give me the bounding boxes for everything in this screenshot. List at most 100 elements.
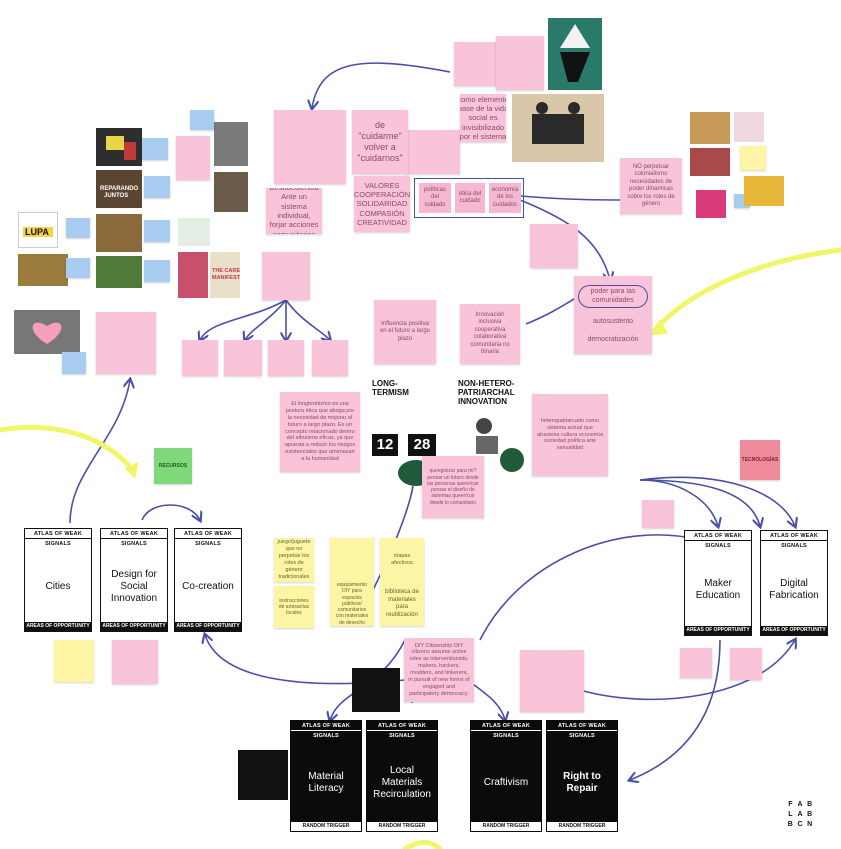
etica-note: ética del cuidado [455,183,485,213]
card-title: Local Materials Recirculation [373,765,431,800]
card-craftivism[interactable]: ATLAS OF WEAK SIGNALS Craftivism RANDOM … [470,720,542,832]
pink-sticky-note [680,648,712,678]
card-footer: RANDOM TRIGGER [471,822,541,831]
heteropatriarcado-note: heteropatriarcado como sistema actual qu… [532,394,608,476]
card-title: Cities [45,581,71,592]
politicas-note: políticas del cuidado [419,183,451,213]
card-right-to-repair[interactable]: ATLAS OF WEAK SIGNALS Right to Repair RA… [546,720,618,832]
garden-photo [96,256,142,288]
pink-sticky-note [642,500,674,528]
event-photo [96,128,142,166]
card-header: ATLAS OF WEAK SIGNALS [761,531,827,549]
black-label-box [238,750,288,800]
heart-graffiti-photo [14,310,80,354]
pink-sticky-note [262,252,310,300]
pink-sticky-note [496,36,544,90]
toy-photo [744,176,784,206]
tecnologias-note: TECNOLOGÍAS [740,440,780,480]
blue-sticky-note [190,110,214,130]
cuidarme-note: de "cuidarme" volver a "cuidarnos" [352,110,408,174]
svg-text:THE CARE: THE CARE [212,268,240,274]
card-header: ATLAS OF WEAK SIGNALS [471,721,541,739]
clock-minutes: 28 [408,434,436,456]
pink-sticky-note [182,340,218,376]
recursos-note: RECURSOS [154,448,192,484]
card-title: Design for Social Innovation [110,569,158,604]
people-photo [214,172,248,212]
instrucciones-note: instrucciones de artesanías locales [274,586,314,628]
card-co-creation[interactable]: ATLAS OF WEAK SIGNALS Co-creation AREAS … [174,528,242,632]
pink-sticky-note [176,136,210,180]
pink-sticky-note [406,130,460,174]
pink-sticky-note [224,340,262,376]
yellow-sticky-note [330,538,374,582]
card-maker-education[interactable]: ATLAS OF WEAK SIGNALS Maker Education AR… [684,530,752,636]
non-hetero-title: NON-HETERO-PATRIARCHAL INNOVATION [458,379,515,406]
lupa-logo-image: LUPA [18,212,58,248]
blue-sticky-note [62,352,86,374]
toy-photo [690,112,730,144]
autosustento-label: autosustento [592,317,634,325]
equipamiento-note: equipamiento DIY para espacios públicos/… [330,582,374,626]
juego-note: juego/juguete que no perpetúe los roles … [274,538,314,582]
blue-sticky-note [66,218,90,238]
card-title: Maker Education [695,578,741,601]
democratizacion-label: democratización [587,336,639,344]
blue-sticky-note [144,220,170,242]
card-material-literacy[interactable]: ATLAS OF WEAK SIGNALS Material Literacy … [290,720,362,832]
card-header: ATLAS OF WEAK SIGNALS [25,529,91,547]
card-title: Digital Fabrication [769,578,819,601]
pink-sticky-note [268,340,304,376]
card-header: ATLAS OF WEAK SIGNALS [101,529,167,547]
black-label-box [352,668,400,712]
blue-sticky-note [142,138,168,160]
longtermism-note: El longtermismo es una postura ética que… [280,392,360,472]
card-footer: AREAS OF OPPORTUNITY [685,626,751,635]
iceberg-illustration [548,18,602,90]
blue-sticky-note [66,258,90,278]
queer-note: queeginizar para mí? pensar un futuro de… [422,456,484,518]
poder-label: poder para las comunidades [578,284,648,309]
card-digital-fabrication[interactable]: ATLAS OF WEAK SIGNALS Digital Fabricatio… [760,530,828,636]
card-cities[interactable]: ATLAS OF WEAK SIGNALS Cities AREAS OF OP… [24,528,92,632]
no-perpetuar-note: NO perpetuar colonialismo necesidades de… [620,158,682,214]
svg-text:REPARANDO: REPARANDO [100,186,139,192]
clock-hours: 12 [372,434,398,456]
pink-sticky-note [274,110,346,184]
card-design-social-innovation[interactable]: ATLAS OF WEAK SIGNALS Design for Social … [100,528,168,632]
blue-sticky-note [144,176,170,198]
card-footer: AREAS OF OPPORTUNITY [25,622,91,631]
influencia-note: Influencia positiva en el futuro a largo… [374,300,436,364]
care-manifesto-cover: THE CAREMANIFESTO [210,252,240,298]
poster-photo [178,218,210,246]
book-cover-photo [178,252,208,298]
toy-photo [696,190,726,218]
card-footer: RANDOM TRIGGER [547,822,617,831]
card-footer: AREAS OF OPPORTUNITY [761,626,827,635]
innovacion-note: Innovación inclusiva cooperativa colabor… [460,304,520,364]
workshop-photo [96,214,142,252]
pink-sticky-note [520,650,584,712]
blue-sticky-note [144,260,170,282]
svg-text:JUNTOS: JUNTOS [104,193,128,199]
longtermism-title: LONG-TERMISM [372,379,409,397]
card-local-materials[interactable]: ATLAS OF WEAK SIGNALS Local Materials Re… [366,720,438,832]
care-concepts-frame: políticas del cuidado ética del cuidado … [414,178,524,218]
svg-text:MANIFESTO: MANIFESTO [212,275,240,281]
bw-photo [214,122,248,166]
yellow-sticky-note [54,640,94,682]
pink-sticky-note [730,648,762,680]
community-photo [18,254,68,286]
valores-note: VALORES COOPERACIÓN SOLIDARIDAD COMPASIÓ… [354,176,410,232]
care-illustration [512,94,604,162]
pink-sticky-note [112,640,158,684]
card-header: ATLAS OF WEAK SIGNALS [547,721,617,739]
cuidado-base-note: el cuidado como elemento base de la vida… [460,94,506,142]
desobediencia-note: Desobediencia Ante un sistema individual… [266,188,322,234]
card-footer: AREAS OF OPPORTUNITY [101,622,167,631]
economia-note: economía de los cuidados [489,183,521,213]
card-footer: RANDOM TRIGGER [291,822,361,831]
mapas-note: mapas afectivos [380,538,424,582]
